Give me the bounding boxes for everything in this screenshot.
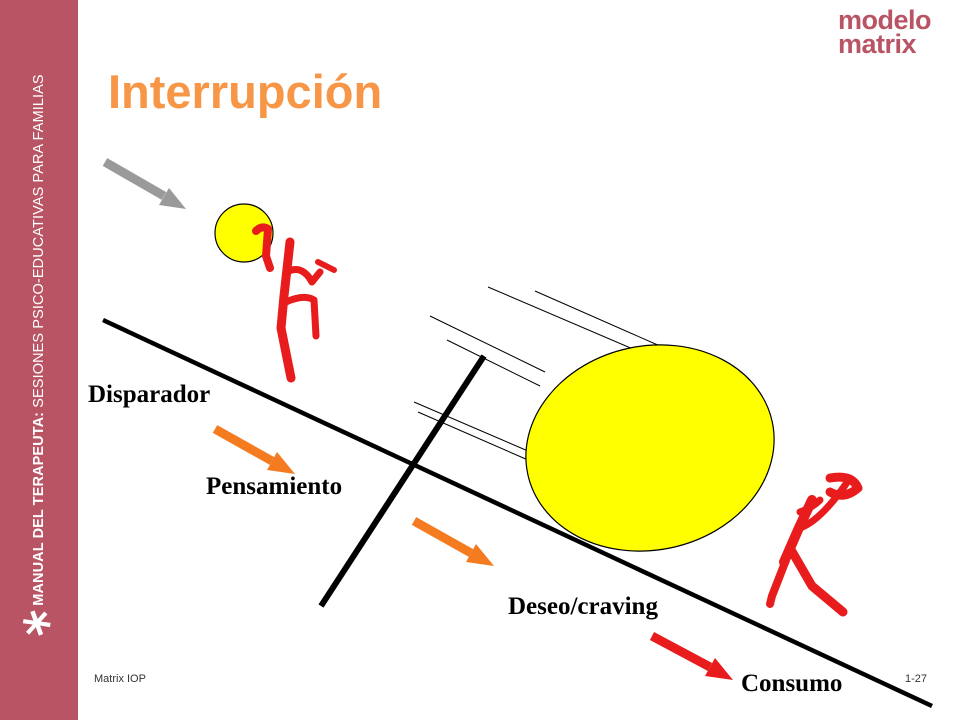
footer-page-number: 1-27 [905,673,928,685]
arrow-orange-1 [212,425,295,474]
slope-line [102,317,933,709]
logo-line-1: modelo [838,5,932,35]
logo: modelo matrix [838,5,948,59]
interruption-barrier [318,354,487,608]
arrow-red [649,632,733,680]
running-figure [252,223,337,383]
arrow-gray [102,158,186,209]
page-title: Interrupción [108,65,383,118]
small-ball [214,203,274,263]
sidebar: MANUAL DEL TERAPEUTA: SESIONES PSICO-EDU… [0,0,78,720]
label-trigger: Disparador [88,381,211,408]
label-use: Consumo [741,670,843,697]
logo-line-2: matrix [838,29,917,59]
arrow-orange-2 [411,517,494,566]
label-craving: Deseo/craving [508,593,658,620]
footer-left: Matrix IOP [94,673,146,685]
jumping-figure [766,472,863,617]
label-thought: Pensamiento [206,473,343,500]
motion-lines [413,286,661,461]
big-ball [525,344,775,552]
